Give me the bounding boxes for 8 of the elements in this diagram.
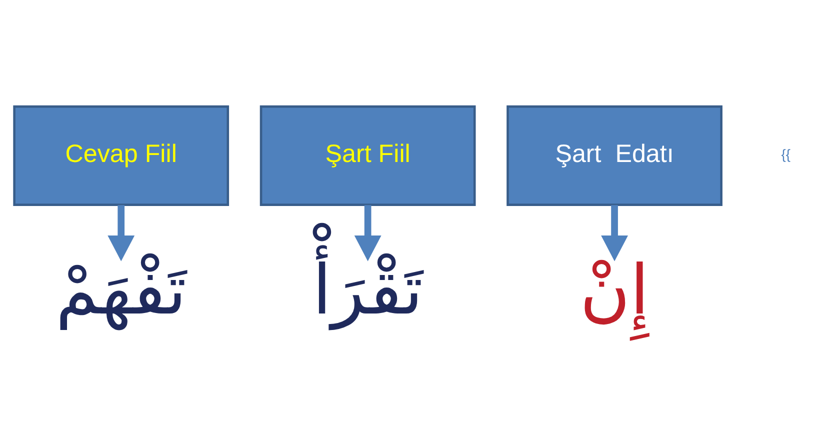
node-box: Cevap Fiil: [12, 105, 229, 206]
node-text: تَفْهَمْ: [55, 250, 186, 330]
arrow: [600, 205, 628, 262]
node-box: Şart Fiil: [259, 105, 476, 206]
arrow: [107, 205, 134, 262]
arrow: [354, 205, 381, 262]
label: {{: [780, 147, 790, 162]
node-box: Şart Edatı: [506, 105, 722, 206]
